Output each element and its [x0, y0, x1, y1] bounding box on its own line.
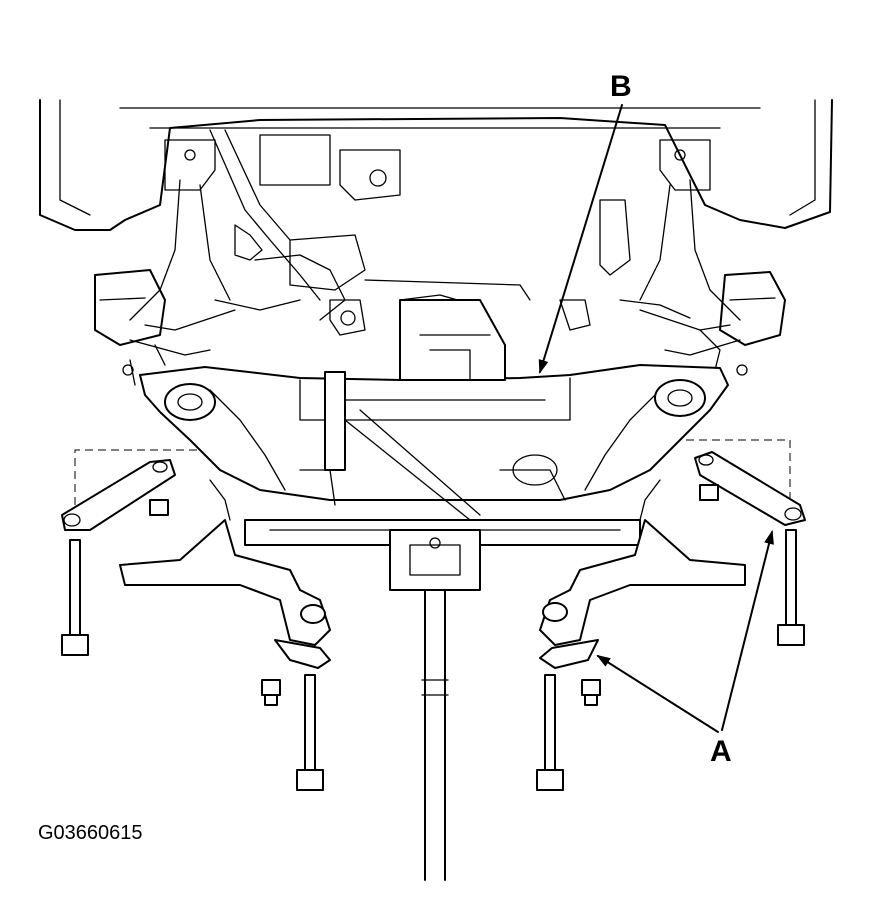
figure-id: G03660615 — [38, 822, 143, 844]
subframe — [139, 299, 729, 501]
engine-components — [259, 134, 531, 346]
right-suspension-assembly — [559, 139, 786, 376]
lower-arms — [119, 479, 746, 646]
callout-label-a: A — [710, 735, 732, 768]
callout-leaders — [538, 104, 774, 733]
leader-a-lower — [596, 654, 719, 733]
body-outline — [39, 99, 833, 231]
callout-label-b: B — [610, 70, 632, 103]
leader-a-upper — [721, 530, 774, 731]
bolts — [61, 484, 805, 791]
left-suspension-assembly — [94, 129, 346, 386]
left-stiffener-bracket — [61, 449, 200, 531]
right-stiffener-bracket — [680, 439, 806, 526]
leader-b — [538, 104, 623, 374]
steering-gearbox — [244, 371, 641, 881]
